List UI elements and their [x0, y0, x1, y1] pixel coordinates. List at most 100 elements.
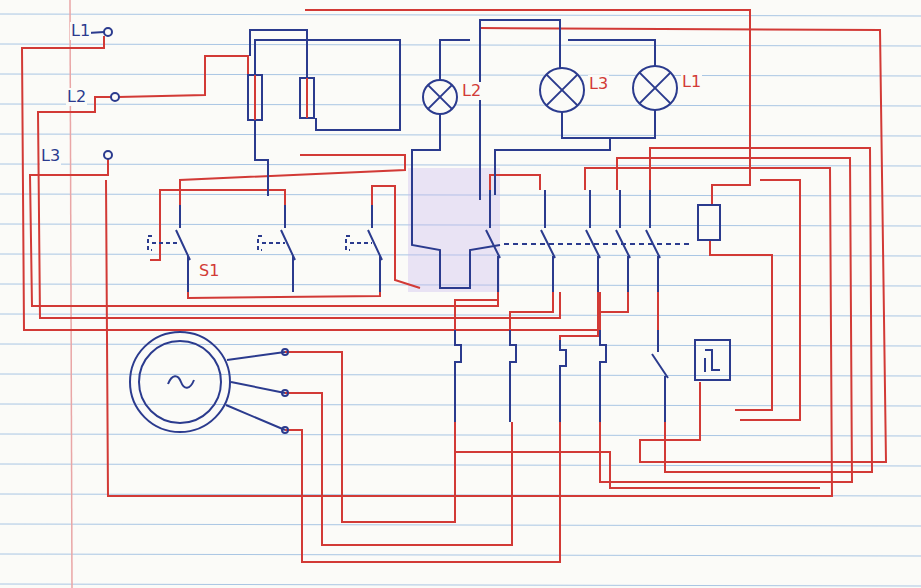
contactor-contacts: [646, 190, 660, 292]
blue-wires: [480, 20, 560, 200]
red-wires: [30, 159, 498, 306]
paper-rules: [0, 314, 921, 316]
thermal-relay-symbols: [652, 330, 668, 422]
paper-rules: [0, 134, 921, 136]
lamp-symbol: [640, 73, 671, 104]
motor-symbol: [282, 427, 288, 433]
paper-rules: [0, 434, 921, 436]
paper-rules: [0, 74, 921, 76]
lamp-symbol: [428, 85, 452, 109]
blue-wires: [88, 20, 655, 288]
terminal-label: L2: [66, 88, 87, 106]
push-button-switches: [176, 205, 190, 292]
contactor-contacts: [541, 190, 555, 292]
push-button-switches: [368, 205, 382, 292]
push-button-switches: [148, 205, 382, 292]
red-wires: [455, 292, 498, 330]
red-wires: [22, 36, 600, 330]
lamp-symbol: [423, 80, 457, 114]
paper-rules: [0, 164, 921, 166]
red-wires: [106, 168, 832, 496]
thermal-relay-symbols: [560, 340, 566, 422]
thermal-relay-symbols: [695, 340, 730, 380]
thermal-relay-symbols: [455, 330, 461, 422]
lamp: L3: [539, 67, 612, 113]
fuse-symbols: [254, 75, 256, 120]
paper-rules: [0, 584, 921, 586]
lamp-symbol: [547, 75, 578, 106]
lamp-symbol: [547, 75, 578, 106]
blue-wires: [412, 114, 500, 288]
red-wires: [285, 352, 455, 522]
lamp-symbol: [539, 67, 585, 113]
contactor-contacts: [504, 243, 690, 245]
paper-rules: [0, 404, 921, 406]
lamp-label: L2: [461, 82, 482, 100]
paper-rules: [0, 464, 921, 466]
contactor-contacts: [616, 190, 630, 292]
motor-symbol: [130, 332, 288, 433]
push-button-switches: [346, 236, 372, 250]
lamp-symbol: [428, 85, 452, 109]
blue-wires: [255, 40, 400, 130]
red-wires: [560, 292, 598, 340]
red-wires: [650, 148, 872, 472]
red-wires: [657, 292, 659, 330]
motor-symbol: [130, 332, 230, 432]
contactor-contacts: [486, 190, 500, 292]
blue-wires: [562, 110, 655, 138]
red-wires: [455, 420, 820, 488]
lamp-symbol: [633, 66, 677, 110]
terminal-circles: [104, 28, 112, 36]
lamp-symbol: [540, 68, 584, 112]
push-button-switches: [148, 236, 180, 250]
blue-wires: [255, 120, 268, 196]
red-wires: [38, 97, 560, 318]
blue-wires: [250, 30, 307, 78]
pencil-smudge: [408, 168, 500, 292]
thermal-relay-symbols: [510, 330, 516, 422]
thermal-relay-symbols: [600, 330, 606, 422]
terminal-label: L1: [70, 22, 91, 40]
lamp-symbol: [640, 73, 671, 104]
red-wires: [188, 292, 380, 298]
motor-symbol: [282, 349, 288, 355]
fuse-symbols: [248, 75, 262, 120]
lamp-symbol: [422, 79, 458, 115]
push-button-switches: [281, 205, 295, 292]
terminal-circles: [104, 28, 119, 159]
blue-wires: [495, 138, 610, 195]
lamp-label: L3: [588, 75, 609, 93]
red-wires: [600, 292, 628, 330]
red-wires: [710, 240, 772, 410]
fuse-symbols: [248, 75, 314, 120]
lamp-symbol: [632, 65, 678, 111]
paper-rules: [0, 524, 921, 526]
lamp: L2: [422, 79, 485, 115]
motor-symbol: [168, 376, 194, 388]
terminal-label: L3: [40, 147, 61, 165]
lamp-label: L1: [681, 73, 702, 91]
contactor-contacts: [486, 190, 720, 292]
motor-symbol: [282, 390, 288, 396]
paper-rules: [0, 104, 921, 106]
terminal-circles: [104, 151, 112, 159]
red-wires: [600, 158, 852, 482]
red-wires: [480, 28, 886, 462]
terminal-label: S1: [198, 262, 220, 280]
red-wires: [150, 190, 285, 260]
fuse-symbols: [306, 78, 308, 118]
thermal-relay-symbols: [455, 330, 730, 422]
red-wires: [740, 180, 800, 420]
red-wires: [118, 56, 248, 97]
paper-rules: [0, 14, 921, 16]
contactor-contacts: [586, 190, 600, 292]
thermal-relay-symbols: [705, 350, 720, 372]
paper-rules: [0, 374, 921, 376]
paper-rules: [0, 554, 921, 556]
red-wires: [510, 292, 553, 330]
motor-symbol: [226, 352, 285, 430]
paper-rules: [0, 14, 921, 586]
blue-wires: [440, 40, 470, 80]
